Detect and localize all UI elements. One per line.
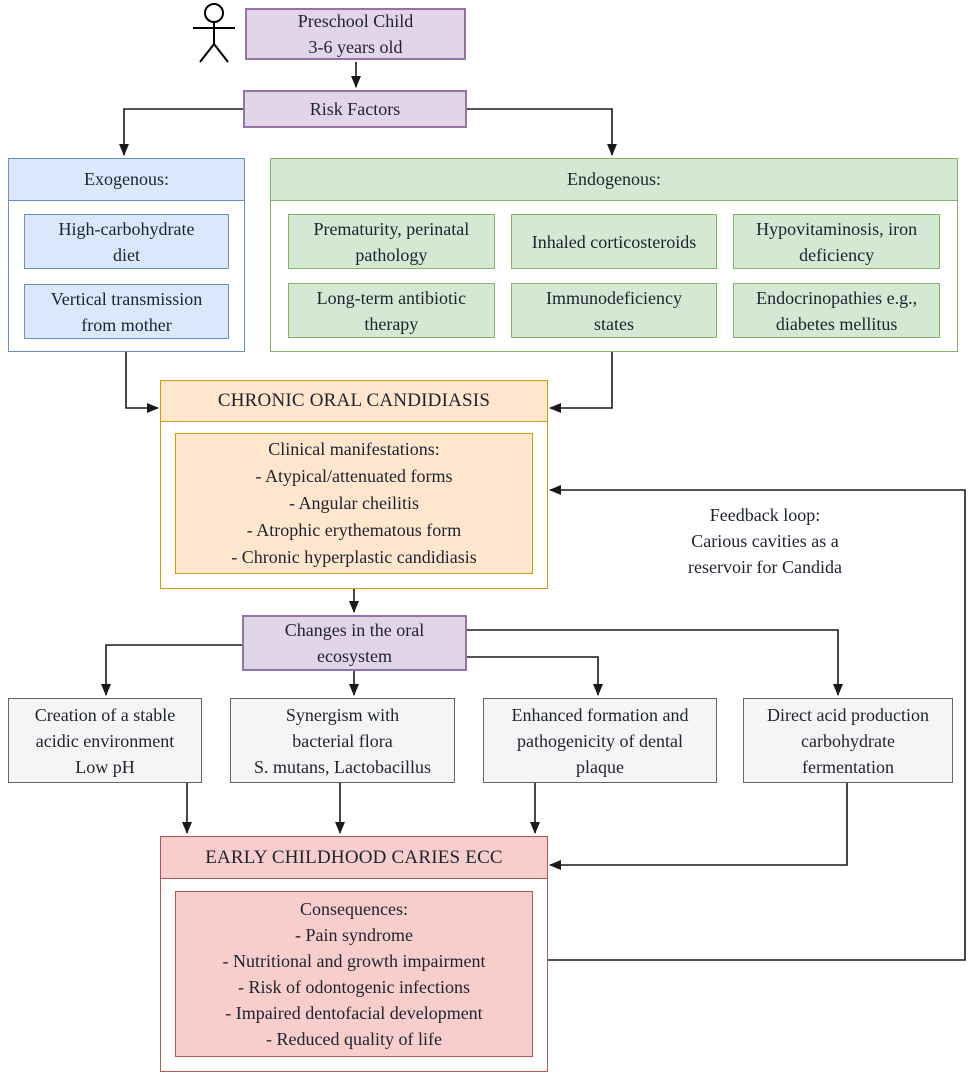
arrow-exogenous-to-candidiasis	[125, 352, 159, 413]
candidiasis-manifestations: Clinical manifestations: - Atypical/atte…	[175, 433, 533, 574]
preschool-child-box: Preschool Child 3-6 years old	[245, 8, 466, 60]
candidiasis-title: CHRONIC ORAL CANDIDIASIS	[161, 381, 547, 422]
mechanism-dental-plaque-box: Enhanced formation and pathogenicity of …	[483, 698, 717, 783]
oral-ecosystem-box: Changes in the oral ecosystem	[242, 615, 467, 671]
arrow-ecosystem-to-plaque	[467, 656, 603, 696]
arrow-ecosystem-to-acidic	[101, 644, 242, 696]
arrow-fermentation-to-ecc	[549, 783, 848, 870]
ecc-title: EARLY CHILDHOOD CARIES ECC	[161, 837, 547, 879]
ecc-consequences: Consequences: - Pain syndrome - Nutritio…	[175, 891, 533, 1057]
arrow-feedback-ecc-to-candidiasis	[548, 485, 966, 961]
endogenous-title: Endogenous:	[271, 159, 957, 201]
arrow-endogenous-to-candidiasis	[549, 352, 613, 413]
arrow-risk-to-endogenous	[467, 108, 617, 156]
endogenous-item: Inhaled corticosteroids	[510, 214, 718, 269]
exogenous-panel: Exogenous: High-carbohydrate diet Vertic…	[8, 158, 245, 352]
arrow-ecosystem-to-fermentation	[467, 629, 843, 696]
endogenous-item: Hypovitaminosis, iron deficiency	[733, 214, 940, 269]
mechanism-acidic-environment-box: Creation of a stable acidic environment …	[8, 698, 202, 783]
endogenous-item: Long-term antibiotic therapy	[288, 283, 495, 338]
exogenous-body: High-carbohydrate diet Vertical transmis…	[9, 201, 244, 352]
ecc-body: Consequences: - Pain syndrome - Nutritio…	[161, 879, 547, 1071]
endogenous-item: Endocrinopathies e.g., diabetes mellitus	[733, 283, 940, 338]
arrow-risk-to-exogenous	[119, 108, 243, 156]
mechanism-acid-production-box: Direct acid production carbohydrate ferm…	[743, 698, 953, 783]
candidiasis-body: Clinical manifestations: - Atypical/atte…	[161, 422, 547, 588]
endogenous-panel: Endogenous: Prematurity, perinatal patho…	[270, 158, 958, 352]
mechanism-bacterial-synergism-box: Synergism with bacterial flora S. mutans…	[230, 698, 455, 783]
ecc-panel: EARLY CHILDHOOD CARIES ECC Consequences:…	[160, 836, 548, 1072]
person-icon	[193, 3, 235, 63]
exogenous-item: Vertical transmission from mother	[24, 284, 229, 339]
endogenous-item: Immunodeficiency states	[510, 283, 718, 338]
exogenous-item: High-carbohydrate diet	[24, 214, 229, 269]
exogenous-title: Exogenous:	[9, 159, 244, 201]
feedback-loop-label: Feedback loop: Carious cavities as a res…	[688, 505, 842, 577]
risk-factors-box: Risk Factors	[243, 90, 467, 128]
candidiasis-panel: CHRONIC ORAL CANDIDIASIS Clinical manife…	[160, 380, 548, 589]
endogenous-item: Prematurity, perinatal pathology	[288, 214, 495, 269]
endogenous-body: Prematurity, perinatal pathology Inhaled…	[271, 201, 957, 351]
